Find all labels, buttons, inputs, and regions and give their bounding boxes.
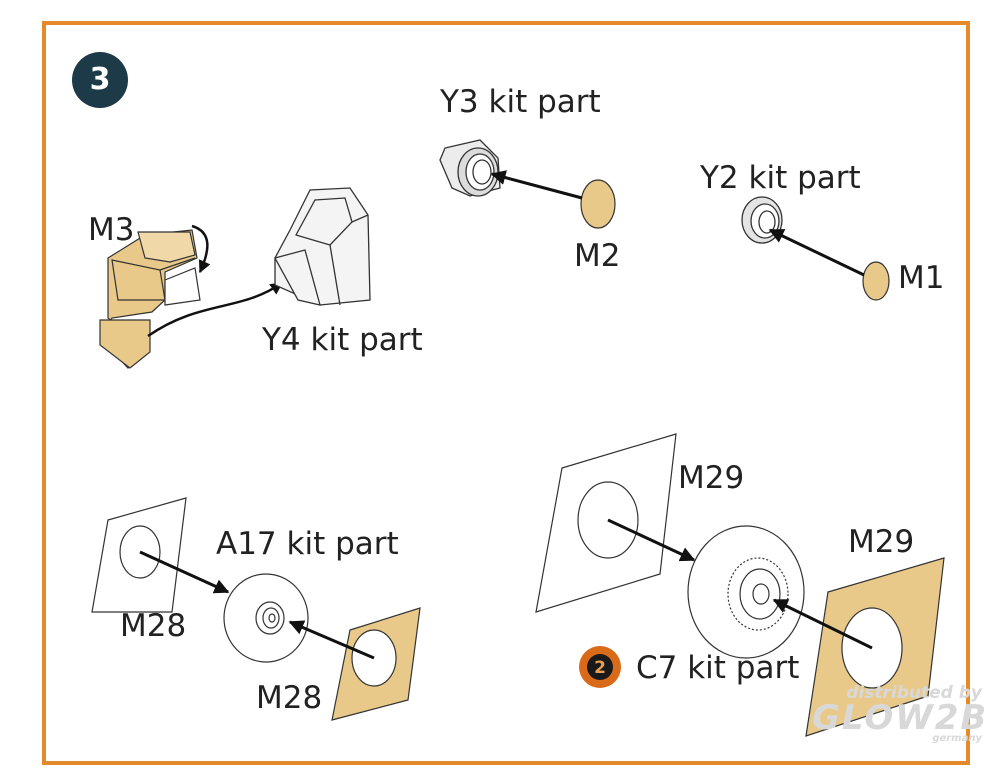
m3-resin-part: [99, 229, 201, 369]
label-m1: M1: [898, 260, 945, 296]
label-m28-left: M28: [120, 608, 187, 644]
m1-resin-disc: [862, 261, 890, 301]
m3-fold-arrow: [191, 224, 211, 274]
label-c7: C7 kit part: [636, 650, 800, 686]
m28-to-a17-arrow: [139, 550, 230, 594]
m3-to-y4-arrow: [147, 281, 284, 338]
y4-kit-part: [274, 187, 371, 306]
watermark-line1: distributed by: [846, 683, 982, 703]
m2-to-y3-arrow: [490, 170, 583, 200]
m28-bottom-to-a17-arrow: [288, 620, 375, 660]
step-frame: [42, 21, 970, 765]
step-number-badge: 3: [72, 52, 128, 108]
label-y4: Y4 kit part: [262, 322, 423, 358]
label-m29-right: M29: [848, 524, 915, 560]
m2-resin-disc: [580, 179, 616, 229]
label-m2: M2: [574, 238, 621, 274]
a17-kit-part: [223, 573, 309, 663]
label-a17: A17 kit part: [216, 526, 399, 562]
label-m29-top: M29: [678, 460, 745, 496]
m1-to-y2-arrow: [768, 228, 865, 277]
c7-step-reference-number: 2: [594, 658, 606, 678]
distributor-watermark: distributed by GLOW2B germany: [812, 683, 989, 744]
label-y2: Y2 kit part: [700, 160, 861, 196]
watermark-line3: germany: [932, 733, 982, 744]
label-y3: Y3 kit part: [440, 84, 601, 120]
watermark-logo-text: GLOW2B: [812, 698, 989, 738]
m29-right-to-c7-arrow: [772, 598, 873, 650]
label-m3: M3: [88, 212, 135, 248]
label-m28-bottom: M28: [256, 680, 323, 716]
m29-top-to-c7-arrow: [607, 518, 696, 562]
y2-kit-part: [741, 196, 783, 244]
c7-step-reference-icon: 2: [579, 646, 621, 688]
c7-kit-part: [687, 525, 805, 659]
y3-kit-part: [439, 139, 501, 197]
